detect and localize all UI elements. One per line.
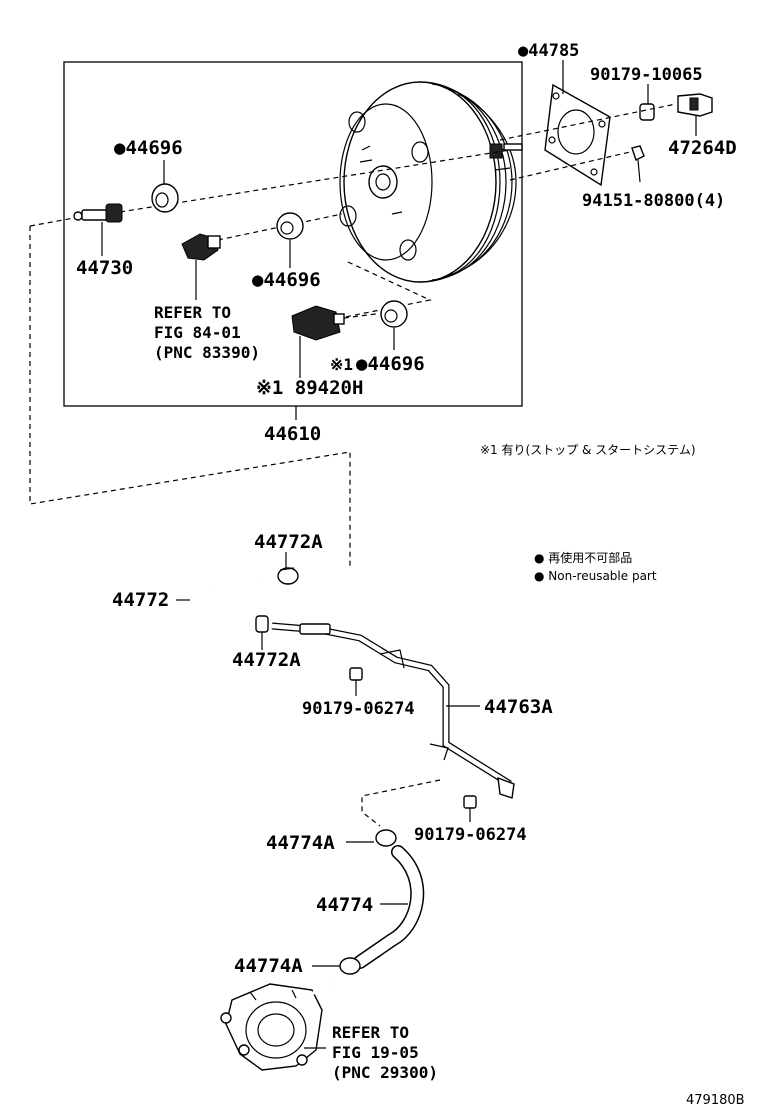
label-44696-c-mark: ※1 (330, 355, 353, 374)
pressure-sensor-89420H-drawing (291, 305, 377, 341)
grommet-44696-a-drawing (151, 183, 179, 213)
note-stop-start: ※1 有り(ストップ & スタートシステム) (480, 443, 696, 457)
nut-90179-06274-a-drawing (349, 667, 363, 681)
label-44785: ●44785 (518, 41, 579, 61)
hose-44772-drawing (189, 573, 263, 635)
label-89420H: ※1 89420H (256, 377, 363, 399)
clamp-44772A-bot-drawing (255, 615, 269, 633)
label-44763A: 44763A (484, 696, 553, 718)
label-44774A-bot: 44774A (234, 955, 303, 977)
nut-94151-drawing (631, 145, 645, 161)
label-94151-80800: 94151-80800(4) (582, 191, 725, 211)
align-line-sensor (339, 261, 432, 319)
label-44772A-top: 44772A (254, 531, 323, 553)
grommet-44696-b-drawing (276, 212, 304, 240)
label-44696-c: ●44696 (356, 353, 425, 375)
label-44774A-top: 44774A (266, 832, 335, 854)
gasket-44785-drawing (544, 83, 611, 187)
clamp-44772A-top-drawing (277, 567, 299, 585)
label-90179-06274-b: 90179-06274 (414, 825, 527, 845)
legend-jp: ● 再使用不可部品 (534, 550, 632, 565)
ref-fig84-line1: REFER TO (154, 303, 231, 322)
figure-code: 479180B (686, 1093, 745, 1108)
label-44772A-bot: 44772A (232, 649, 301, 671)
label-44696-a: ●44696 (114, 137, 183, 159)
label-44772: 44772 (112, 589, 169, 611)
clevis-47264D-drawing (677, 93, 713, 117)
hose-44774-drawing (353, 845, 425, 969)
align-line-studs (509, 151, 631, 181)
vacuum-connector-drawing (181, 233, 221, 261)
label-44696-b: ●44696 (252, 269, 321, 291)
ref-fig19-line3: (PNC 29300) (332, 1063, 438, 1082)
align-line-left-down (29, 226, 351, 566)
align-line-clevis (499, 103, 677, 141)
grommet-44696-c-drawing (380, 300, 408, 328)
label-44610: 44610 (264, 423, 321, 445)
label-44774: 44774 (316, 894, 373, 916)
label-90179-06274-a: 90179-06274 (302, 699, 415, 719)
pipe-44763A-drawing (271, 622, 515, 799)
ref-fig19-line1: REFER TO (332, 1023, 409, 1042)
label-90179-10065: 90179-10065 (590, 65, 703, 85)
check-valve-44730-drawing (29, 203, 123, 227)
leader-94151 (637, 159, 641, 183)
ref-fig19-line2: FIG 19-05 (332, 1043, 419, 1062)
ref-fig84-line3: (PNC 83390) (154, 343, 260, 362)
brake-booster-drawing (339, 81, 523, 283)
label-47264D: 47264D (668, 137, 737, 159)
nut-90179-06274-b-drawing (463, 795, 477, 809)
ref-fig84-line2: FIG 84-01 (154, 323, 241, 342)
clamp-44774A-top-drawing (375, 829, 397, 847)
align-line-lower (361, 779, 441, 827)
legend-en: ● Non-reusable part (534, 569, 657, 583)
assembly-frame-44610 (63, 61, 523, 407)
vacuum-pump-drawing (220, 982, 331, 1071)
clamp-44774A-bot-drawing (339, 957, 361, 975)
nut-90179-10065-drawing (639, 103, 655, 121)
align-line-rod (119, 149, 511, 213)
label-44730: 44730 (76, 257, 133, 279)
